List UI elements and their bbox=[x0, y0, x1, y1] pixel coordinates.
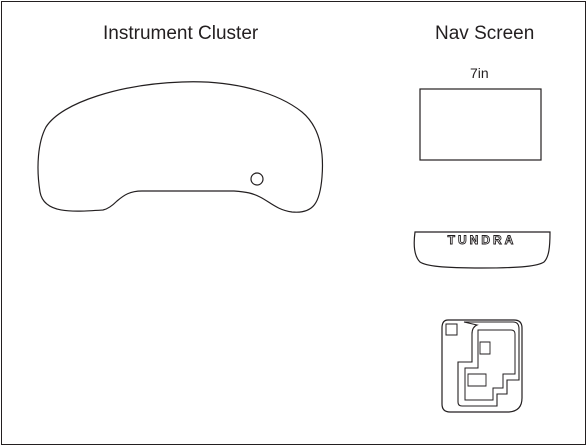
tundra-badge-text: TUNDRA bbox=[448, 233, 517, 247]
shifter-gate-slot bbox=[464, 329, 516, 401]
instrument-cluster-heading: Instrument Cluster bbox=[103, 23, 259, 44]
shifter-gate-detail bbox=[467, 341, 491, 387]
cluster-indicator-hole bbox=[250, 172, 264, 186]
shifter-panel bbox=[441, 319, 523, 413]
nav-screen-heading: Nav Screen bbox=[435, 23, 535, 44]
shifter-panel-outer bbox=[441, 319, 523, 413]
nav-screen-outline bbox=[419, 88, 542, 161]
shifter-inner-outline bbox=[457, 321, 520, 407]
nav-screen-size-label: 7in bbox=[470, 65, 489, 81]
tundra-badge-lettering: TUNDRA bbox=[447, 233, 517, 248]
tundra-badge-outline bbox=[413, 231, 551, 269]
shifter-corner-square bbox=[445, 323, 458, 336]
instrument-cluster-outline bbox=[37, 81, 324, 213]
